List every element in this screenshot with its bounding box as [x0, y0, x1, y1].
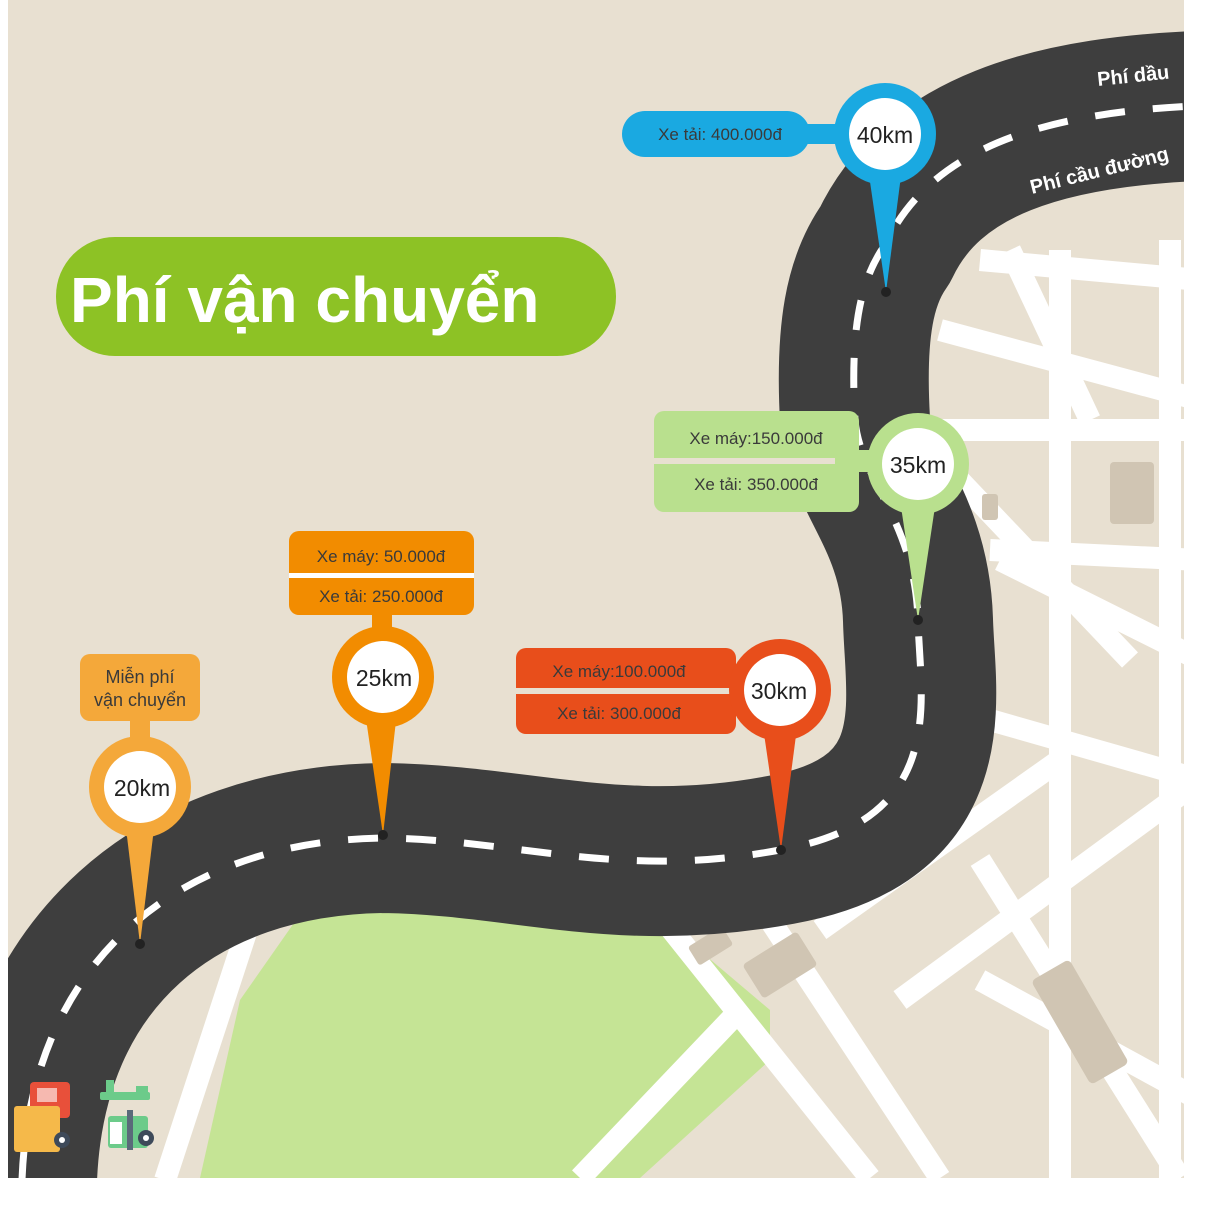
milestone-35km-label: 35km — [890, 452, 946, 478]
road-center-line — [18, 103, 1184, 1178]
milestone-20km-label: 20km — [114, 775, 170, 801]
truck-icon-green — [100, 1080, 154, 1150]
milestone-30km-line-1: Xe máy:100.000đ — [552, 662, 686, 681]
truck-icon-orange — [14, 1082, 70, 1152]
title-badge: Phí vận chuyển — [56, 237, 616, 356]
building-blocks — [688, 462, 1154, 1084]
milestone-25km-line-1: Xe máy: 50.000đ — [317, 547, 446, 566]
milestone-40km-label: 40km — [857, 122, 913, 148]
park-area — [200, 900, 770, 1178]
milestone-30km-label: 30km — [751, 678, 807, 704]
milestone-35km-line-2: Xe tải: 350.000đ — [694, 475, 818, 494]
milestone-25km: Xe máy: 50.000đ Xe tải: 250.000đ 25km — [289, 531, 474, 840]
milestone-25km-label: 25km — [356, 665, 412, 691]
milestone-20km-line-2: vận chuyển — [94, 690, 186, 710]
milestone-40km-line-1: Xe tải: 400.000đ — [658, 125, 782, 144]
milestone-40km: Xe tải: 400.000đ 40km — [622, 83, 936, 297]
milestone-25km-line-2: Xe tải: 250.000đ — [319, 587, 443, 606]
milestone-30km: Xe máy:100.000đ Xe tải: 300.000đ 30km — [516, 639, 831, 855]
milestone-35km-line-1: Xe máy:150.000đ — [689, 429, 823, 448]
milestone-20km-line-1: Miễn phí — [105, 666, 174, 687]
milestone-20km: Miễn phí vận chuyển 20km — [80, 654, 200, 949]
milestone-35km: Xe máy:150.000đ Xe tải: 350.000đ 35km — [654, 411, 969, 625]
milestone-30km-line-2: Xe tải: 300.000đ — [557, 704, 681, 723]
page-title: Phí vận chuyển — [70, 264, 539, 336]
